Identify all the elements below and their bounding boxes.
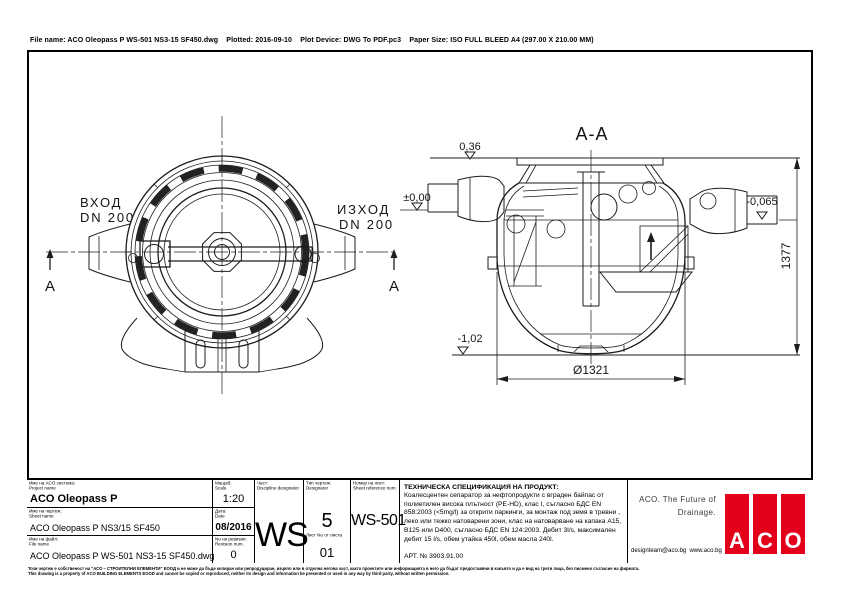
plot-file-info: File name: ACO Oleopass P WS-501 NS3-15 … [30, 37, 594, 44]
spec-body: Коалесцентен сепаратор за нефтопродукти … [404, 492, 622, 543]
discipline-label-bg: Част: [257, 481, 269, 486]
svg-text:-0,065: -0,065 [746, 196, 777, 208]
sheet-name-value: ACO Oleopass P NS3/15 SF450 [30, 523, 160, 533]
project-label-en: Project name [29, 485, 56, 491]
height-dimension: 1377 [779, 158, 800, 355]
drawing-type-cell: Тип чертеж:Designator 5 Лист No от листа… [304, 480, 351, 563]
level-bottom-mark: -1,02 [452, 333, 800, 356]
ref-label-bg: Номер на лист: [353, 481, 386, 486]
sheet-ref-cell: Номер на лист:Sheet reference num. WS-50… [351, 480, 406, 563]
title-block-names-column: Име на ACO система:Project name ACO Oleo… [27, 480, 215, 563]
level-cover: 0,36 [459, 141, 480, 153]
tagline-line2: Drainage. [677, 508, 716, 517]
discipline-cell: Част:Discipline designator WS [255, 480, 309, 563]
section-view: A-A 0,36 [400, 124, 800, 385]
sheet-of-value: 01 [319, 545, 335, 560]
scale-value: 1:20 [222, 493, 245, 505]
date-label-bg: Дата: [215, 509, 227, 514]
file-label-en: File name [29, 541, 49, 547]
sheet-label-en: Sheet name [29, 513, 54, 519]
svg-text:A: A [45, 278, 55, 295]
file-name-value: ACO Oleopass P WS-501 NS3-15 SF450.dwg [30, 551, 215, 561]
inlet-size-label: DN 200 [80, 210, 135, 225]
level-outlet-mark: -0,065 [746, 196, 797, 221]
plan-view: ВХОД DN 200 ИЗХОД DN 200 A A [45, 116, 399, 396]
file-label-bg: Име на файл: [29, 537, 59, 542]
branding-cell: ACO. The Future of Drainage. designteam@… [628, 480, 813, 563]
revision-label-bg: No на ревизия: [215, 537, 247, 542]
section-title: A-A [575, 124, 608, 144]
spec-title: ТЕХНИЧЕСКА СПЕЦИФИКАЦИЯ НА ПРОДУКТ: [404, 484, 559, 491]
scale-cell: Мащаб:Scale 1:20 [213, 480, 254, 508]
date-label-en: Date [215, 513, 225, 519]
svg-text:1377: 1377 [779, 242, 793, 269]
spec-art-number: АРТ. № 3903.91.00 [404, 553, 464, 560]
title-block-mini-column: Мащаб:Scale 1:20 Дата:Date 08/2016 No на… [213, 480, 255, 563]
type-label-bg: Тип чертеж: [306, 481, 332, 486]
type-value: 5 [321, 510, 333, 532]
brand-tagline: ACO. The Future of Drainage. [634, 493, 716, 519]
aco-logo-bar: C [753, 494, 777, 554]
discipline-value: WS [255, 516, 309, 554]
ref-label-en: Sheet reference num. [353, 485, 397, 491]
title-block: Име на ACO система:Project name ACO Oleo… [27, 478, 813, 563]
file-name-cell: Име на файл:File name ACO Oleopass P WS-… [27, 536, 215, 563]
sheet-name-cell: Име на чертеж:Sheet name ACO Oleopass P … [27, 508, 212, 536]
scale-label-en: Scale [215, 485, 227, 491]
project-label-bg: Име на ACO система: [29, 481, 76, 486]
outlet-label: ИЗХОД [337, 202, 390, 217]
aco-logo-bar: A [725, 494, 749, 554]
section-marker-left: A [45, 249, 55, 295]
svg-text:±0,00: ±0,00 [403, 192, 430, 204]
aco-logo-bar: O [781, 494, 805, 554]
disclaimer-bg: Този чертеж е собственост на "АСО – СТРО… [28, 567, 640, 572]
discipline-label-en: Discipline designator [257, 485, 299, 491]
project-name-cell: Име на ACO система:Project name ACO Oleo… [27, 480, 212, 508]
svg-text:Ø1321: Ø1321 [573, 363, 609, 377]
level-inlet-mark: ±0,00 [400, 192, 431, 211]
type-label-en: Designator [306, 485, 329, 491]
diameter-dimension: Ø1321 [496, 272, 686, 385]
revision-label-en: Revision num. [215, 541, 244, 547]
aco-logo: A C O [725, 494, 805, 554]
svg-text:A: A [389, 278, 399, 295]
date-cell: Дата:Date 08/2016 [213, 508, 254, 536]
disclaimer-en: This drawing is a property of ACO BUILDI… [28, 571, 450, 576]
revision-cell: No на ревизия:Revision num. 0 [213, 536, 254, 563]
inlet-label: ВХОД [80, 195, 122, 210]
sheet-of-label: Лист No от листа [306, 533, 343, 538]
svg-text:-1,02: -1,02 [457, 333, 482, 345]
date-value: 08/2016 [215, 522, 252, 533]
sheet-label-bg: Име на чертеж: [29, 509, 62, 514]
revision-value: 0 [230, 549, 237, 561]
outlet-size-label: DN 200 [339, 217, 394, 232]
section-marker-right: A [389, 249, 399, 295]
footer-disclaimer: Този чертеж е собственост на "АСО – СТРО… [28, 567, 820, 577]
tagline-line1: ACO. The Future of [639, 495, 716, 504]
brand-contacts: designteam@aco.bg www.aco.bg [631, 548, 722, 554]
sheet-ref-value: WS-501 [351, 512, 406, 529]
technical-spec-cell: ТЕХНИЧЕСКА СПЕЦИФИКАЦИЯ НА ПРОДУКТ: Коал… [400, 480, 628, 563]
project-name-value: ACO Oleopass P [30, 493, 118, 505]
scale-label-bg: Мащаб: [215, 481, 232, 486]
